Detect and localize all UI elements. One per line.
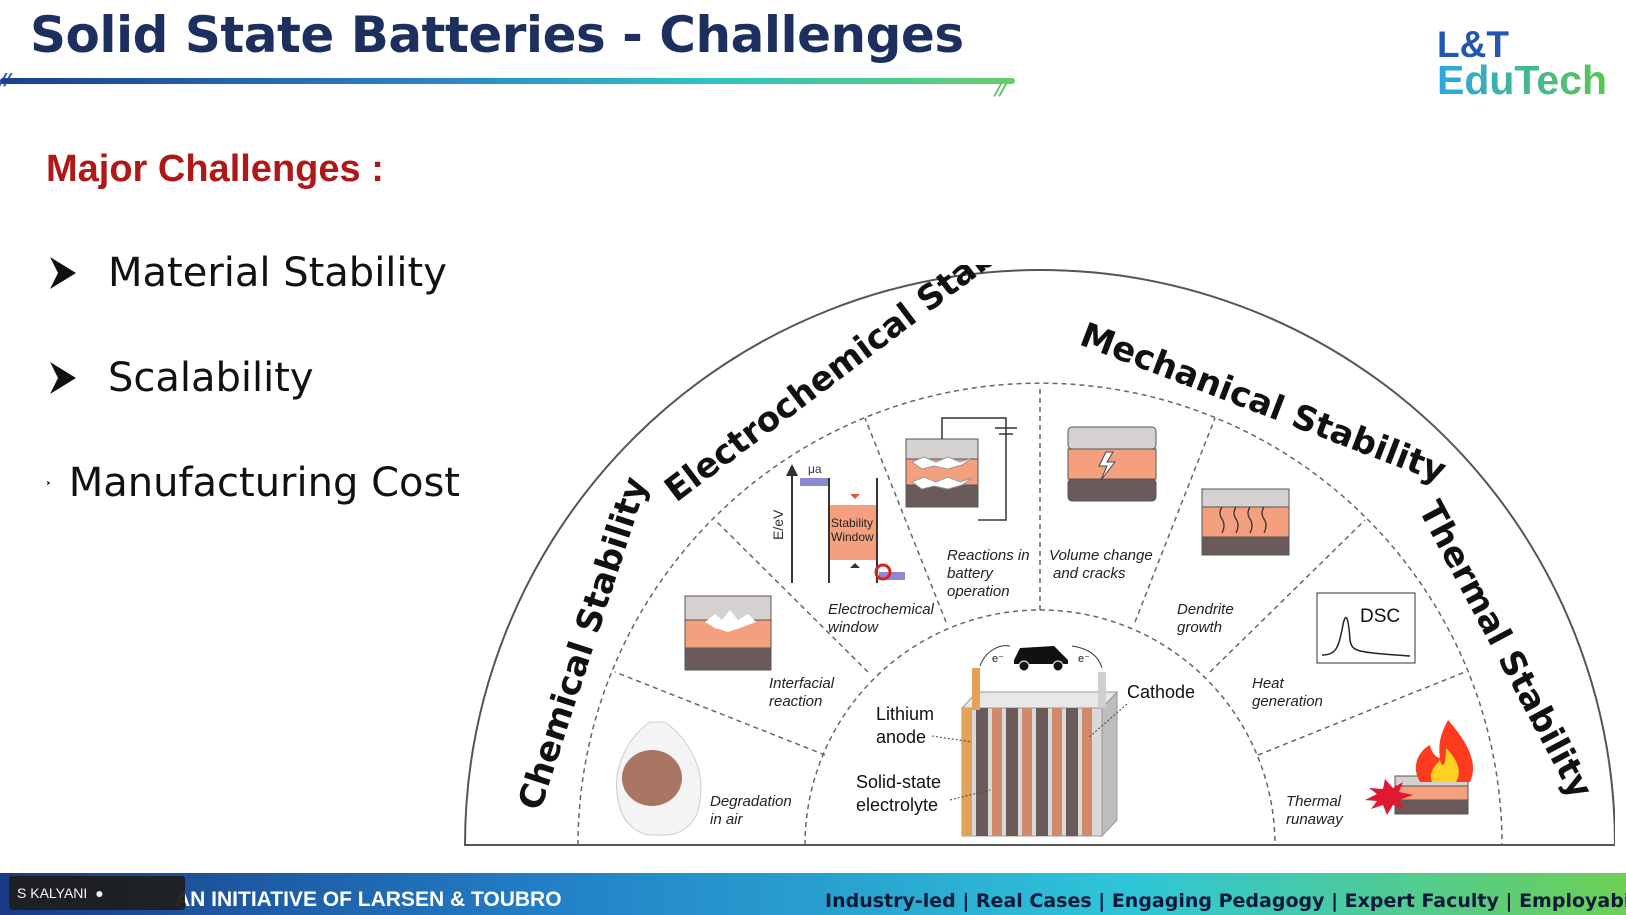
dendrite-growth-illustration bbox=[1201, 488, 1290, 556]
logo-line1: L&T bbox=[1437, 24, 1509, 65]
battery-stack-illustration bbox=[960, 668, 1119, 838]
label-lithium-anode-1: Lithium bbox=[876, 704, 934, 724]
stability-window-label-2: Window bbox=[831, 530, 874, 544]
caption-runaway-1: Thermal bbox=[1286, 793, 1342, 810]
caption-reactions-1: Reactions in bbox=[947, 547, 1030, 564]
caption-heat-2: generation bbox=[1252, 693, 1323, 710]
caption-interfacial-2: reaction bbox=[769, 693, 822, 710]
caption-volume-2: and cracks bbox=[1053, 565, 1126, 582]
mu-label: μa bbox=[808, 462, 822, 476]
label-electrolyte-1: Solid-state bbox=[856, 772, 941, 792]
footer-right-text: Industry-led | Real Cases | Engaging Ped… bbox=[825, 890, 1626, 912]
outer-arc bbox=[463, 269, 1615, 846]
footer-bar bbox=[0, 873, 1626, 915]
bullet-item: Material Stability bbox=[46, 250, 447, 296]
label-lithium-anode-2: anode bbox=[876, 727, 926, 747]
caption-heat-1: Heat bbox=[1252, 675, 1285, 692]
volume-change-illustration bbox=[1067, 426, 1157, 502]
user-icon: ● bbox=[95, 885, 104, 901]
caption-volume-1: Volume change bbox=[1049, 547, 1153, 564]
stability-diagram: Chemical Stability Electrochemical Stabi… bbox=[463, 265, 1615, 846]
footer-left-text: AN INITIATIVE OF LARSEN & TOUBRO bbox=[175, 888, 562, 911]
stability-window-label-1: Stability bbox=[831, 516, 873, 530]
arrow-bullet-icon bbox=[46, 480, 51, 486]
interfacial-reaction-illustration bbox=[684, 595, 772, 671]
dsc-label: DSC bbox=[1360, 606, 1400, 627]
inner-arc bbox=[804, 609, 1276, 846]
subheading: Major Challenges : bbox=[46, 148, 384, 190]
arrow-bullet-icon bbox=[50, 362, 76, 394]
bullet-text: Scalability bbox=[108, 355, 314, 401]
bullet-text: Manufacturing Cost bbox=[68, 460, 460, 506]
electron-label-right: e⁻ bbox=[1078, 653, 1090, 665]
axis-label-energy: E/eV bbox=[770, 509, 786, 540]
title-underline bbox=[0, 78, 1015, 84]
car-icon bbox=[979, 645, 1103, 672]
caption-degradation-1: Degradation bbox=[710, 793, 792, 810]
logo-line2: EduTech bbox=[1437, 57, 1608, 103]
label-cathode: Cathode bbox=[1127, 682, 1195, 702]
fire-icon bbox=[1365, 720, 1474, 815]
caption-ec-window-2: window bbox=[828, 619, 879, 636]
participant-name-tag[interactable]: S KALYANI ● bbox=[9, 876, 185, 910]
caption-ec-window-1: Electrochemical bbox=[828, 601, 935, 618]
arrow-bullet-icon bbox=[50, 257, 76, 289]
label-electrolyte-2: electrolyte bbox=[856, 795, 938, 815]
caption-reactions-2: battery bbox=[947, 565, 994, 582]
powder-container-icon bbox=[616, 721, 702, 836]
caption-dendrite-1: Dendrite bbox=[1177, 601, 1234, 618]
bullet-item: Manufacturing Cost bbox=[46, 460, 460, 506]
caption-degradation-2: in air bbox=[710, 811, 744, 828]
caption-reactions-3: operation bbox=[947, 583, 1010, 600]
bullet-item: Scalability bbox=[46, 355, 314, 401]
caption-runaway-2: runaway bbox=[1286, 811, 1344, 828]
reaction-cell-illustration bbox=[905, 417, 1017, 521]
electrochemical-window-illustration bbox=[786, 464, 905, 583]
caption-dendrite-2: growth bbox=[1177, 619, 1222, 636]
sector-dividers bbox=[614, 386, 1466, 756]
slide-title: Solid State Batteries - Challenges bbox=[30, 6, 964, 64]
bullet-text: Material Stability bbox=[108, 250, 447, 296]
electron-label-left: e⁻ bbox=[992, 653, 1004, 665]
participant-name: S KALYANI bbox=[17, 885, 88, 901]
caption-interfacial-1: Interfacial bbox=[769, 675, 835, 692]
dsc-plot-illustration bbox=[1316, 592, 1416, 664]
